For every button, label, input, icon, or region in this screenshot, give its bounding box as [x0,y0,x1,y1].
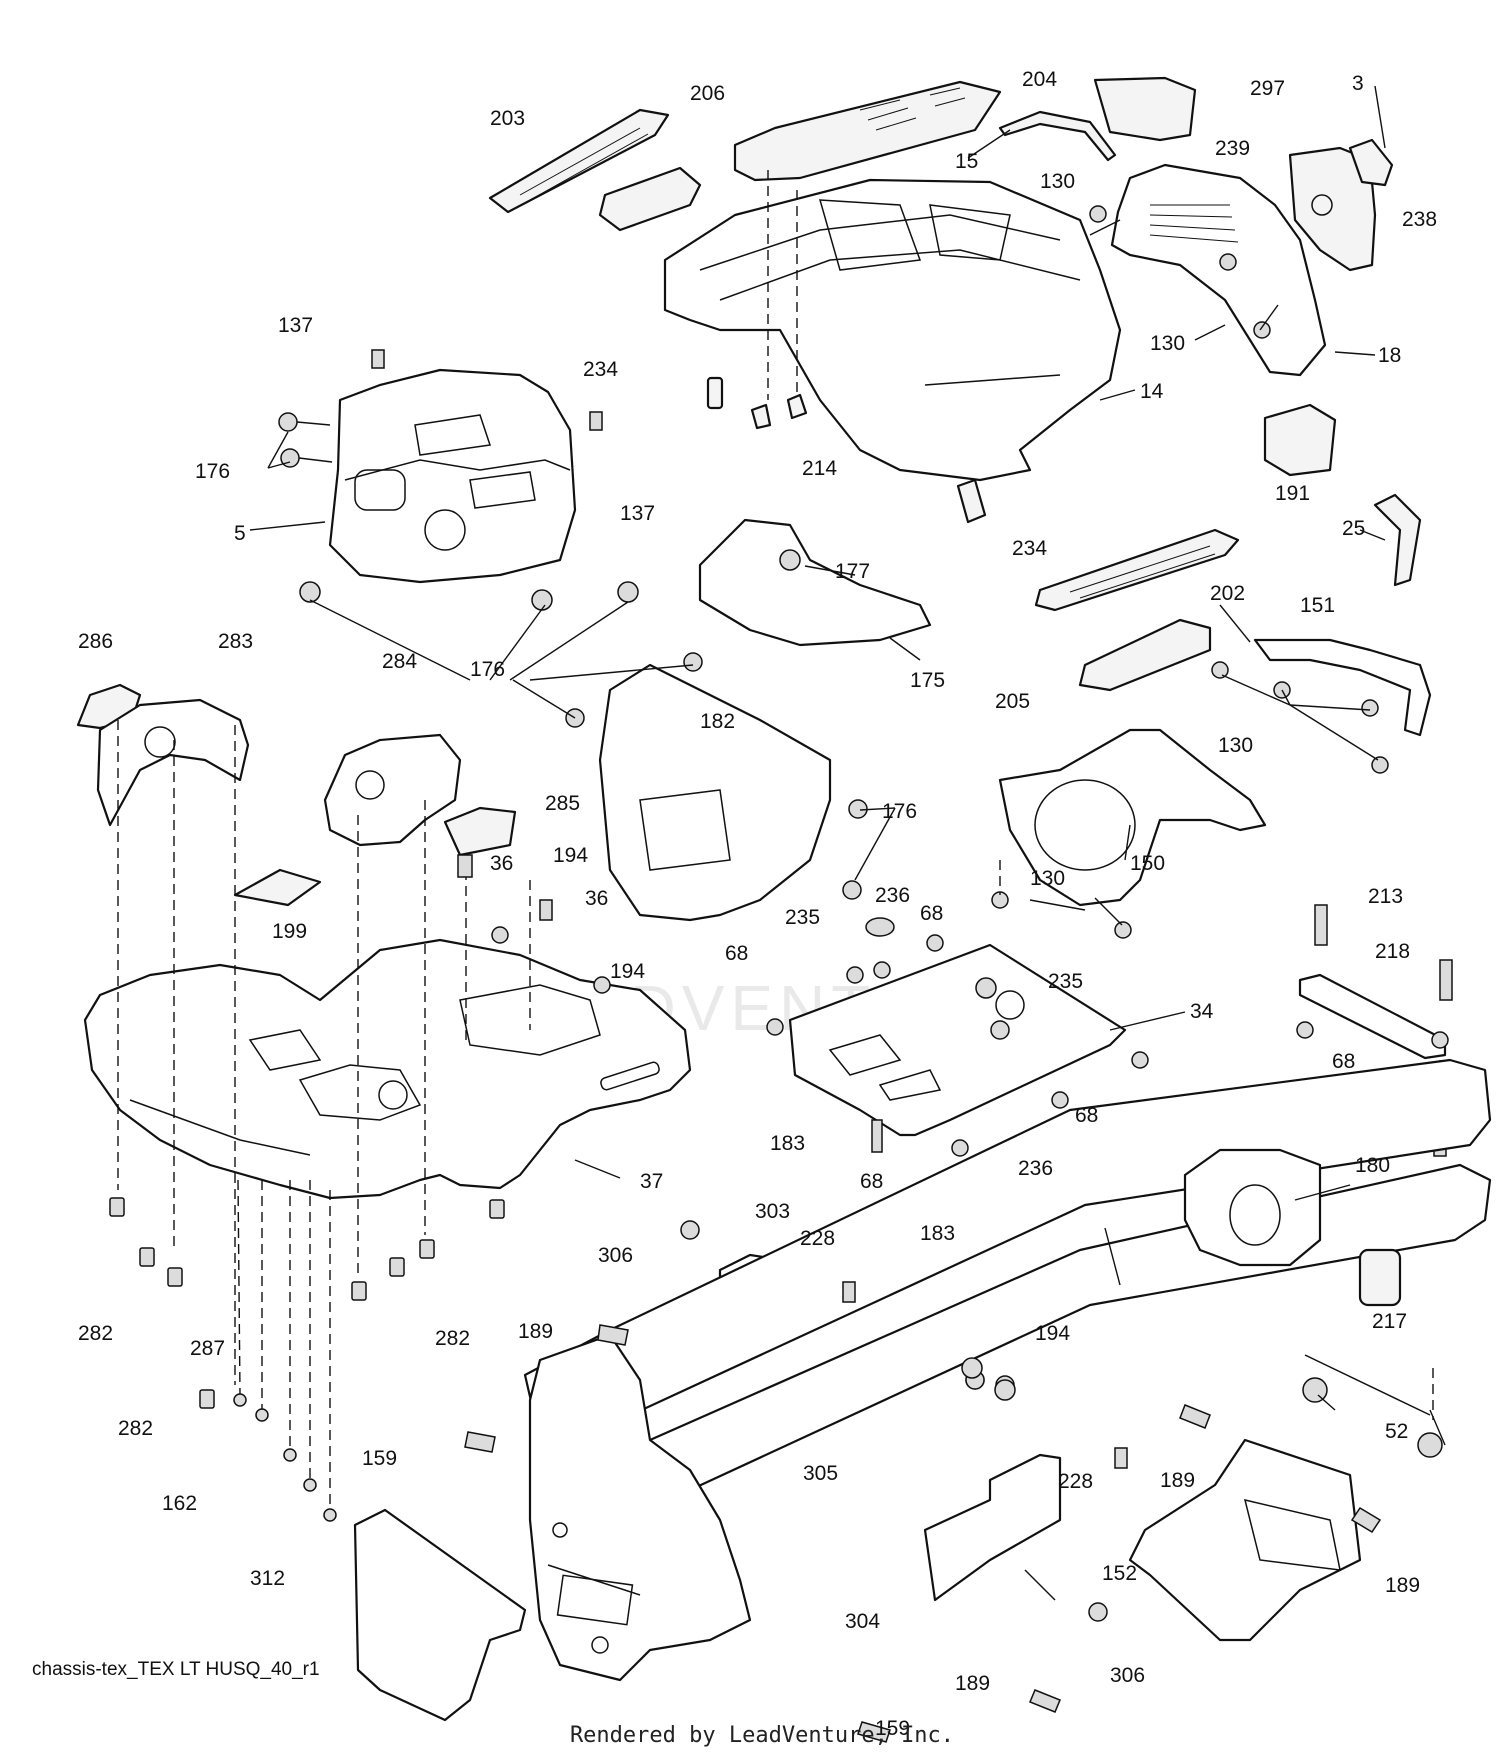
part-label: 175 [910,669,945,692]
part-label: 282 [118,1417,153,1440]
part-label: 189 [518,1320,553,1343]
part-label: 152 [1102,1562,1137,1585]
part-label: 194 [610,960,645,983]
part-label: 303 [755,1200,790,1223]
part-label: 305 [803,1462,838,1485]
part-label: 282 [435,1327,470,1350]
part-label: 202 [1210,582,1245,605]
part-label: 3 [1352,72,1364,95]
part-label: 214 [802,457,837,480]
part-label: 130 [1218,734,1253,757]
part-label: 228 [800,1227,835,1250]
part-label: 159 [875,1717,910,1740]
part-label: 203 [490,107,525,130]
part-label: 176 [882,800,917,823]
part-label: 18 [1378,344,1401,367]
part-label: 52 [1385,1420,1408,1443]
part-label: 36 [490,852,513,875]
part-label: 235 [1048,970,1083,993]
footer-text: Rendered by LeadVenture, Inc. [570,1723,954,1748]
part-label: 189 [955,1672,990,1695]
part-label: 130 [1030,867,1065,890]
part-label: 36 [585,887,608,910]
part-label: 177 [835,560,870,583]
part-label: 176 [470,658,505,681]
part-label: 306 [1110,1664,1145,1687]
part-label: 189 [1385,1574,1420,1597]
part-label: 235 [785,906,820,929]
part-label: 68 [920,902,943,925]
part-label: 68 [725,942,748,965]
part-label: 191 [1275,482,1310,505]
part-label: 176 [195,460,230,483]
part-label: 238 [1402,208,1437,231]
chassis-frame [464,170,1492,1743]
part-label: 306 [598,1244,633,1267]
part-label: 34 [1190,1000,1214,1023]
part-label: 218 [1375,940,1410,963]
part-label: 283 [218,630,253,653]
part-label: 25 [1342,517,1365,540]
part-label: 137 [620,502,655,525]
part-labels: 3 5 14 15 18 25 34 36 36 37 52 68 68 68 … [78,68,1437,1740]
part-label: 236 [1018,1157,1053,1180]
part-label: 286 [78,630,113,653]
part-label: 312 [250,1567,285,1590]
part-label: 194 [553,844,588,867]
part-label: 150 [1130,852,1165,875]
part-label: 282 [78,1322,113,1345]
part-label: 205 [995,690,1030,713]
part-label: 189 [1160,1469,1195,1492]
drawing-caption: chassis-tex_TEX LT HUSQ_40_r1 [32,1659,320,1680]
part-label: 162 [162,1492,197,1515]
part-label: 213 [1368,885,1403,908]
dash-console-assembly [278,349,932,922]
part-label: 137 [278,314,313,337]
right-brackets [991,205,1432,939]
fender-assembly [76,683,692,1722]
hood-assembly [488,76,1422,612]
part-label: 287 [190,1337,225,1360]
part-label: 14 [1140,380,1164,403]
leader-lines [249,85,1446,1601]
part-label: 151 [1300,594,1335,617]
part-label: 159 [362,1447,397,1470]
part-label: 130 [1040,170,1075,193]
part-label: 234 [1012,537,1047,560]
part-label: 204 [1022,68,1057,91]
part-label: 68 [1075,1104,1098,1127]
part-label: 68 [860,1170,883,1193]
part-label: 194 [1035,1322,1070,1345]
part-label: 297 [1250,77,1285,100]
part-label: 234 [583,358,618,381]
part-label: 228 [1058,1470,1093,1493]
part-label: 15 [955,150,978,173]
part-label: 130 [1150,332,1185,355]
part-label: 284 [382,650,417,673]
part-label: 182 [700,710,735,733]
part-label: 206 [690,82,725,105]
part-label: 68 [1332,1050,1355,1073]
part-label: 285 [545,792,580,815]
part-label: 183 [920,1222,955,1245]
part-label: 217 [1372,1310,1407,1333]
part-label: 199 [272,920,307,943]
part-label: 304 [845,1610,880,1633]
part-label: 239 [1215,137,1250,160]
part-label: 180 [1355,1154,1390,1177]
part-label: 5 [234,522,246,545]
part-label: 236 [875,884,910,907]
part-label: 37 [640,1170,663,1193]
part-label: 183 [770,1132,805,1155]
